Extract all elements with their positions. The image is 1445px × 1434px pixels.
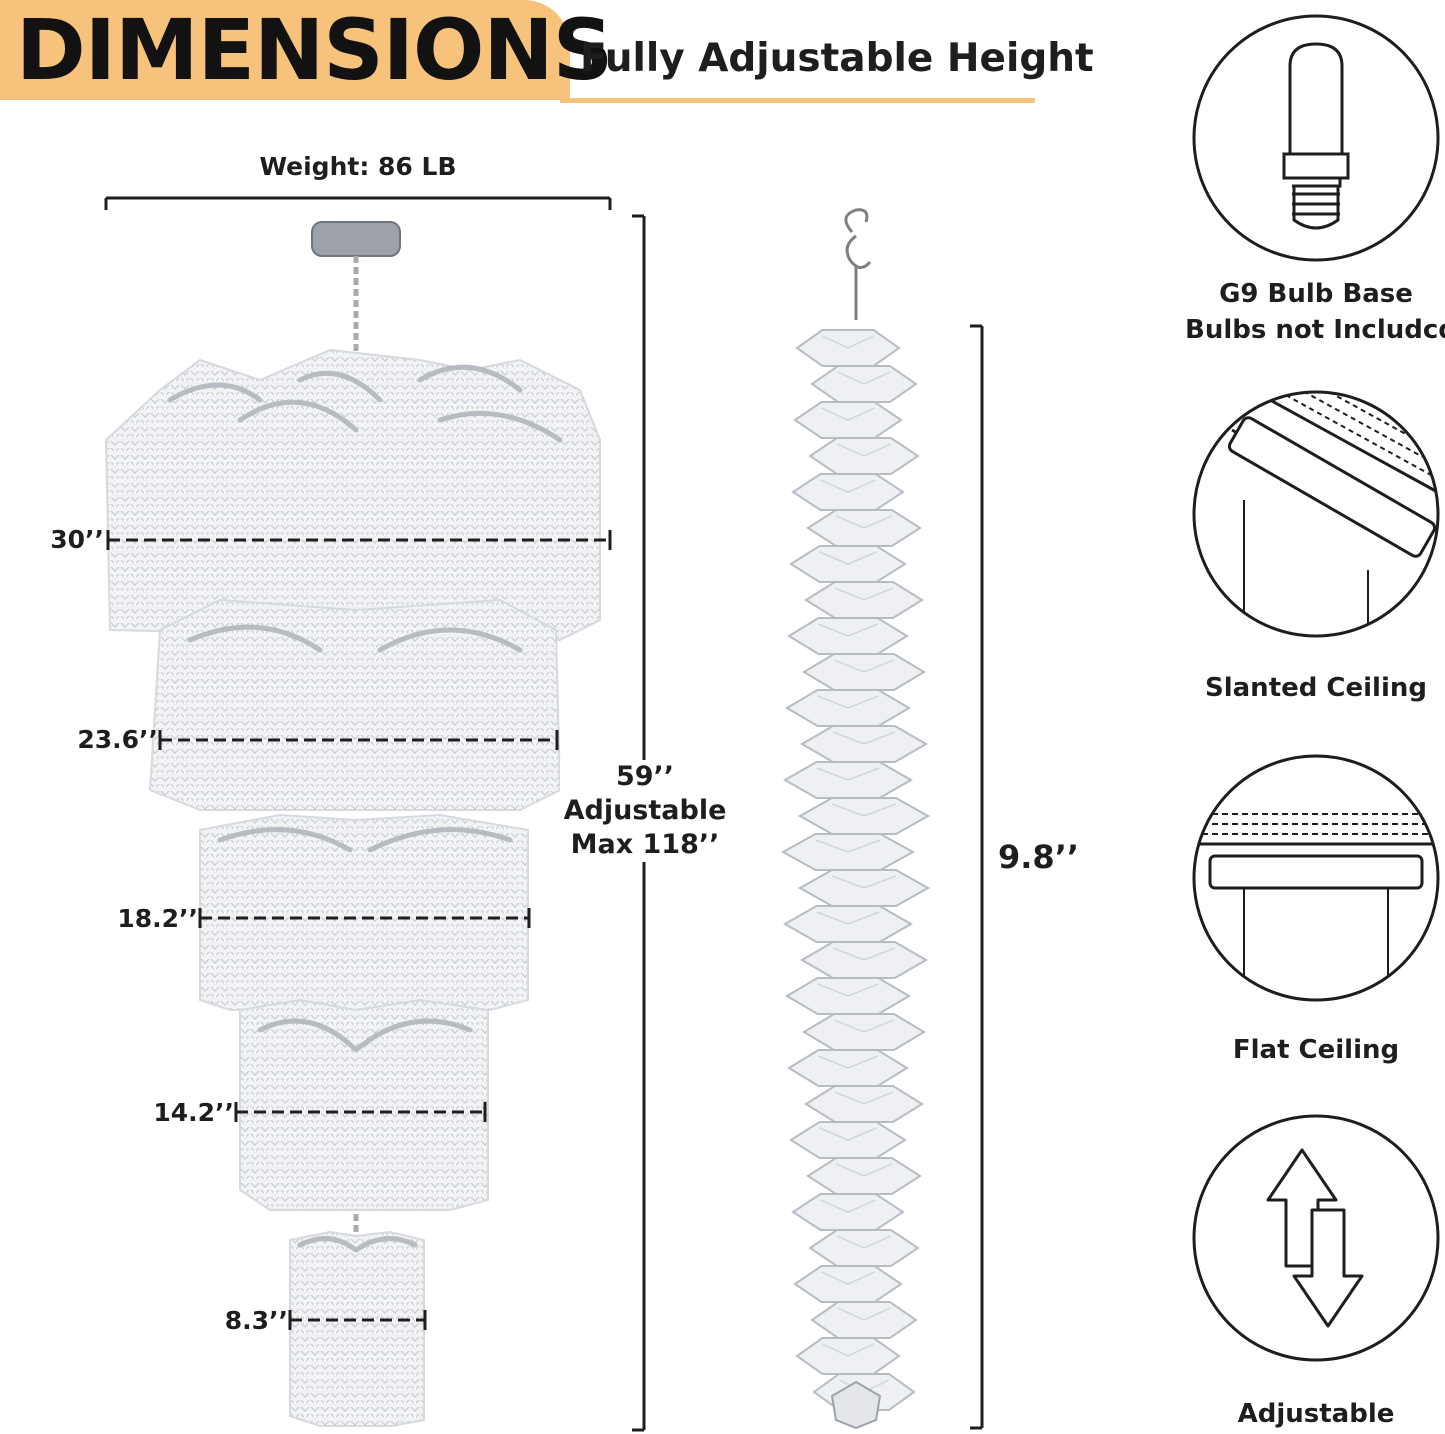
flat-ceiling-icon: [1192, 754, 1440, 1002]
header-underline: [560, 98, 1035, 103]
page-title: DIMENSIONS: [16, 1, 613, 99]
crystal-bead-facet: [817, 983, 879, 997]
chandelier-tier-2: [148, 598, 562, 811]
chandelier-tier-5: [289, 1230, 425, 1427]
g9-bulb-line-1: G9 Bulb Base: [1219, 279, 1413, 309]
crystal-bead-facet: [821, 407, 875, 421]
crystal-bead-facet: [834, 587, 894, 601]
crystal-bead-facet: [833, 659, 895, 673]
tier-3-dimension-line: [198, 908, 531, 928]
tier-2-dimension-line: [158, 730, 559, 750]
crystal-bead-stack: [780, 329, 931, 1430]
adjustable-arrows-icon: [1192, 1114, 1440, 1362]
crystal-bead-facet: [819, 551, 877, 565]
crystal-bead-facet: [816, 767, 880, 781]
tier-4-dimension-line: [234, 1102, 487, 1122]
crystal-bead-facet: [831, 875, 897, 889]
crystal-bead-facet: [821, 1271, 875, 1285]
header-banner: [0, 0, 570, 100]
tier-5-width-label: 8.3’’: [224, 1306, 288, 1335]
flat-ceiling-label: Flat Ceiling: [1232, 1035, 1400, 1065]
height-label: 59’’ Adjustable Max 118’’: [560, 760, 730, 862]
crystal-bead-facet: [819, 1127, 877, 1141]
crystal-bead-facet: [818, 623, 878, 637]
tier-4-width-label: 14.2’’: [153, 1098, 234, 1127]
g9-bulb-icon: [1192, 14, 1440, 262]
strand-length-label: 9.8’’: [998, 838, 1079, 876]
crystal-bead-facet: [820, 1199, 876, 1213]
crystal-bead-facet: [837, 371, 891, 385]
chandelier-tier-3: [199, 813, 529, 1011]
crystal-bead-facet: [835, 1163, 893, 1177]
weight-label: Weight: 86 LB: [259, 152, 457, 181]
chandelier-tier-1: [104, 348, 601, 642]
height-max-text: Max 118’’: [570, 829, 720, 860]
height-adjustable-text: Adjustable: [563, 795, 727, 826]
crystal-bead-facet: [818, 1055, 878, 1069]
crystal-bead-facet: [817, 695, 879, 709]
crystal-end-drop: [830, 1380, 882, 1430]
crystal-strand-illustration: [780, 208, 931, 1430]
crystal-bead-facet: [836, 443, 892, 457]
strand-length-line: [970, 324, 984, 1430]
crystal-bead-facet: [822, 335, 874, 349]
crystal-bead-facet: [833, 1019, 895, 1033]
g9-bulb-label: G9 Bulb Base Bulbs not Includcd: [1185, 276, 1445, 348]
tier-2-width-label: 23.6’’: [77, 725, 158, 754]
crystal-bead-facet: [832, 731, 896, 745]
page-subtitle: Fully Adjustable Height: [580, 36, 1094, 81]
tier-1-dimension-line: [106, 530, 612, 550]
g9-bulb-line-2: Bulbs not Includcd: [1185, 315, 1445, 345]
adjustable-label: Adjustable: [1237, 1399, 1395, 1429]
crystal-bead-facet: [820, 479, 876, 493]
chandelier-tier-4: [239, 998, 489, 1211]
crystal-bead-facet: [815, 839, 881, 853]
crystal-bead-facet: [834, 1091, 894, 1105]
height-value: 59’’: [615, 761, 675, 792]
crystal-bead-facet: [831, 803, 897, 817]
width-dimension-line: [104, 196, 612, 210]
crystal-bead-facet: [816, 911, 880, 925]
crystal-bead-facet: [837, 1307, 891, 1321]
crystal-bead-facet: [835, 515, 893, 529]
tier-5-dimension-line: [288, 1310, 427, 1330]
tier-3-width-label: 18.2’’: [117, 904, 198, 933]
crystal-bead-facet: [836, 1235, 892, 1249]
crystal-bead-facet: [832, 947, 896, 961]
slanted-ceiling-icon: [1192, 390, 1440, 638]
slanted-ceiling-label: Slanted Ceiling: [1205, 673, 1427, 703]
tier-1-width-label: 30’’: [50, 525, 104, 554]
crystal-bead-facet: [822, 1343, 874, 1357]
